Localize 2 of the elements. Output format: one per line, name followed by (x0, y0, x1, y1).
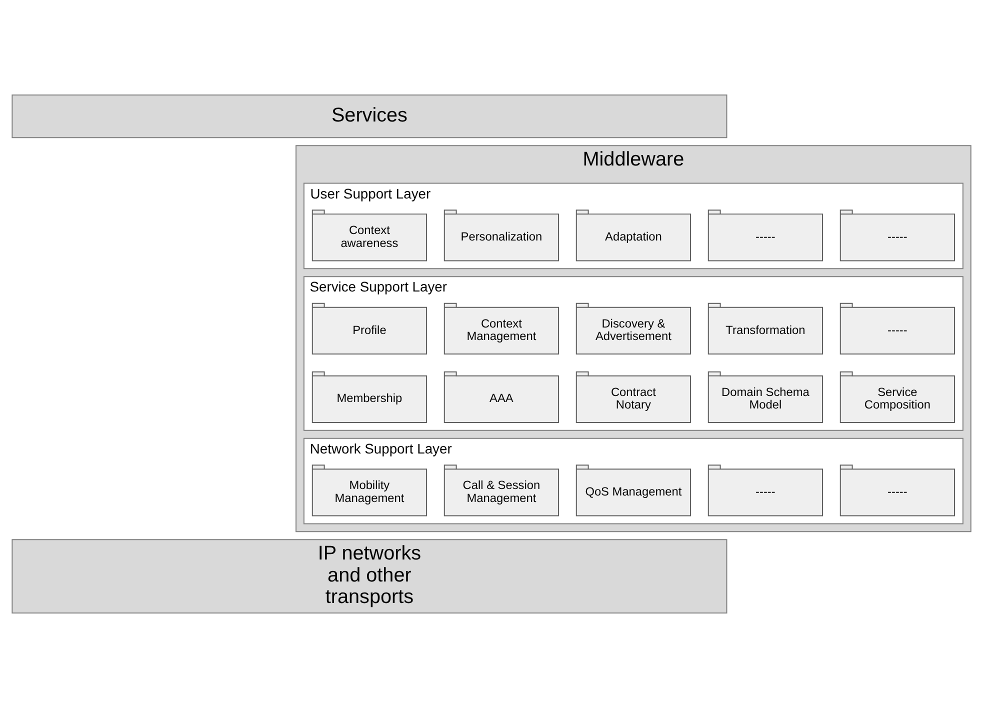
node-box: IP networks and other transports (12, 538, 728, 614)
node-box: Services (12, 94, 728, 138)
